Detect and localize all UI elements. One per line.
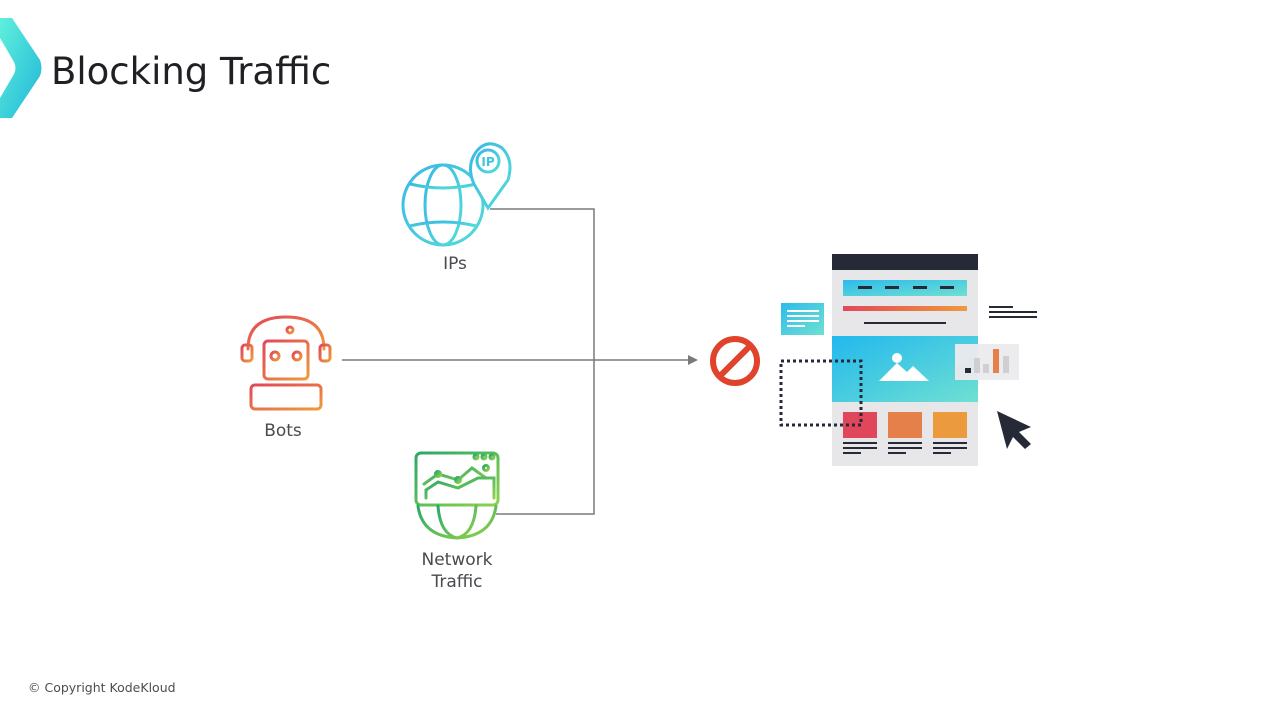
network-traffic-globe-icon <box>414 451 500 540</box>
headline-bar <box>843 306 967 311</box>
cursor-arrow-icon <box>997 411 1031 449</box>
hero-image <box>832 336 978 402</box>
kodekloud-logo-icon <box>0 18 42 118</box>
connector-network <box>496 360 595 515</box>
ip-badge-text: IP <box>481 155 494 169</box>
copyright-text: © Copyright KodeKloud <box>28 680 176 695</box>
website-mockup-icon <box>779 254 1037 466</box>
source-label-network-traffic: Network Traffic <box>407 549 507 593</box>
robot-headset-icon <box>240 315 332 411</box>
floating-text-card <box>781 303 824 335</box>
source-label-network-line2: Traffic <box>431 572 483 592</box>
connector-ips <box>490 208 595 360</box>
prohibited-icon <box>710 336 760 386</box>
nav-bar <box>843 280 967 296</box>
source-label-bots: Bots <box>264 421 302 441</box>
card-2 <box>888 412 922 438</box>
globe-pin-ip-icon: IP <box>401 142 512 247</box>
arrow-head-icon <box>688 355 698 365</box>
page-header-bar <box>832 254 978 270</box>
slide-title: Blocking Traffic <box>51 50 332 93</box>
subline-bar <box>864 322 946 324</box>
mini-chart-card <box>955 344 1019 380</box>
source-label-ips: IPs <box>443 254 467 274</box>
card-3 <box>933 412 967 438</box>
source-label-network-line1: Network <box>421 550 493 570</box>
